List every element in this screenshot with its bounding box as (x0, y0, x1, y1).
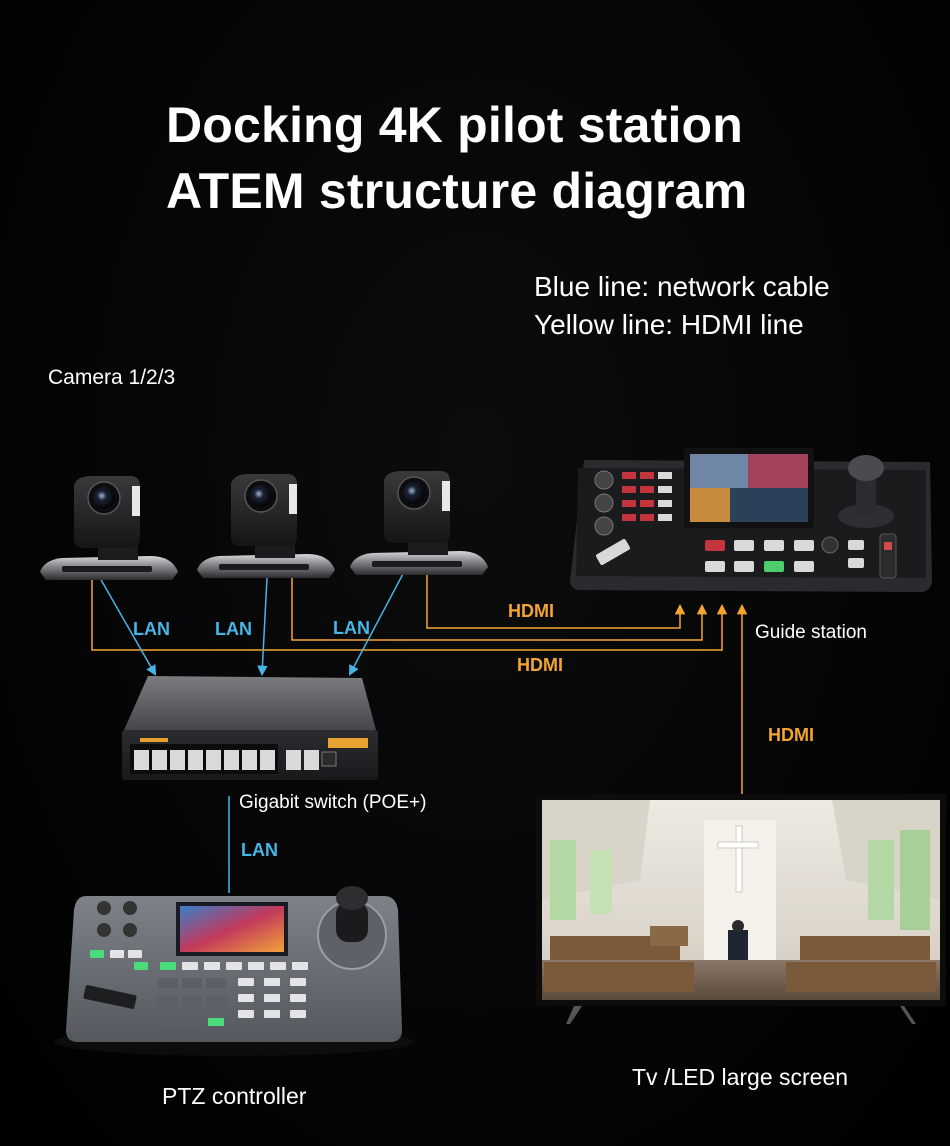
lan-label-camera-2: LAN (215, 619, 252, 640)
hdmi-label-lower: HDMI (517, 655, 563, 676)
lan-label-camera-3: LAN (333, 618, 370, 639)
lan-label-camera-1: LAN (133, 619, 170, 640)
tv-screen (536, 794, 946, 1024)
ptz-controller (54, 886, 414, 1056)
lan-label-ptz: LAN (241, 840, 278, 861)
camera-3 (350, 471, 488, 575)
poe-switch (122, 676, 378, 780)
hdmi-label-tv: HDMI (768, 725, 814, 746)
camera-2 (197, 474, 335, 578)
guide-station-switcher (570, 448, 932, 592)
camera-1 (40, 476, 178, 580)
hdmi-label-camera: HDMI (508, 601, 554, 622)
